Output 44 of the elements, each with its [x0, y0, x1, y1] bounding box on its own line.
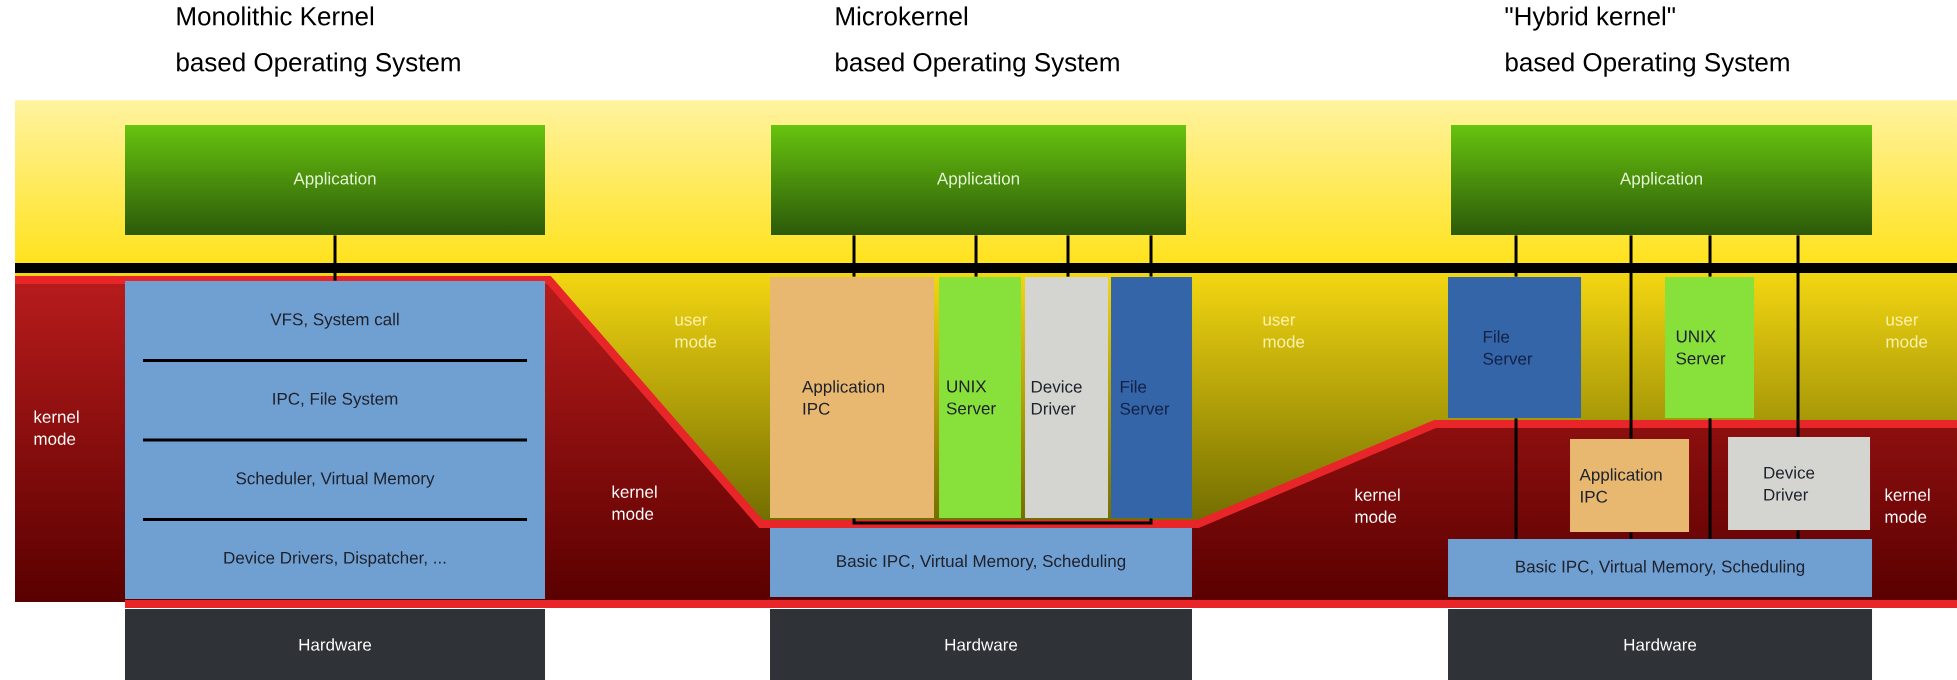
connector-line [1514, 235, 1518, 277]
mode-label: user mode [1263, 316, 1305, 348]
application-box: Application [1451, 125, 1873, 235]
heading: "Hybrid kernel" [1505, 6, 1675, 31]
connector-line [1796, 235, 1800, 437]
connector-line [1796, 530, 1800, 539]
server-box: UNIX Server [1665, 277, 1755, 418]
kernel-layer-box: Basic IPC, Virtual Memory, Scheduling [1448, 539, 1873, 597]
kernel-layer-box: Basic IPC, Virtual Memory, Scheduling [770, 528, 1192, 597]
connector-line [974, 235, 978, 277]
connector-line [1066, 235, 1070, 277]
heading: based Operating System [1506, 52, 1789, 77]
connector-line [1708, 418, 1712, 539]
hardware-box: Hardware [1448, 609, 1873, 680]
connector-line [333, 235, 337, 281]
heading: based Operating System [836, 52, 1119, 77]
connector-line [1629, 235, 1633, 439]
heading: Microkernel [836, 6, 968, 26]
driver-box: Device Driver [1728, 437, 1871, 530]
mode-label: kernel mode [1885, 488, 1930, 523]
connector-line [1514, 418, 1518, 539]
connector-line [1149, 235, 1153, 277]
application-box: Application [125, 125, 545, 235]
heading: Monolithic Kernel [177, 6, 374, 26]
connector-line [852, 518, 1153, 525]
mode-label: user mode [1886, 316, 1928, 348]
hardware-box: Hardware [125, 609, 545, 680]
mode-label: kernel mode [34, 410, 79, 445]
connector-line [1629, 532, 1633, 539]
server-box: File Server [1111, 277, 1192, 518]
kernel-layer-box: VFS, System call IPC, File System Scheduler, Virtual Memory Device Drivers, Dispatcher, ... [125, 281, 545, 599]
mode-label: kernel mode [612, 485, 657, 520]
mode-label: user mode [675, 316, 717, 348]
ipc-box: Application IPC [1570, 439, 1689, 532]
hardware-box: Hardware [770, 609, 1192, 680]
application-box: Application [771, 125, 1186, 235]
driver-box: Device Driver [1025, 277, 1108, 518]
server-box: UNIX Server [939, 277, 1021, 518]
server-box: File Server [1448, 277, 1582, 418]
connector-line [852, 235, 856, 277]
ipc-box: Application IPC [770, 277, 934, 518]
mode-label: kernel mode [1355, 488, 1400, 523]
connector-line [1708, 235, 1712, 277]
heading: based Operating System [177, 52, 460, 77]
